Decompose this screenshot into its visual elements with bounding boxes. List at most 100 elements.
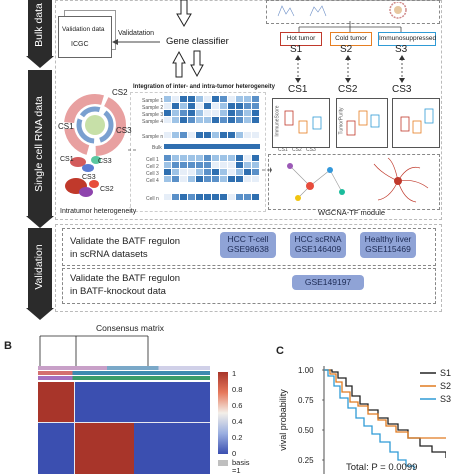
validation-arrow-icon	[112, 39, 160, 45]
heatmap-cell	[204, 96, 211, 102]
heatmap-cell	[180, 96, 187, 102]
heatmap-cell	[180, 117, 187, 123]
heatmap-cell	[236, 169, 243, 175]
heatmap-cell	[196, 117, 203, 123]
dataset-pill-hcc-tcell[interactable]: HCC T-cell GSE98638	[220, 232, 276, 258]
survival-legend-lines	[420, 372, 436, 400]
legend-1: 1	[232, 369, 237, 378]
wgcna-label: WGCNA-TF module	[318, 208, 386, 217]
heatmap-cell	[220, 176, 227, 182]
hot-tumor-box: Hot tumor	[280, 32, 322, 46]
heatmap-cell	[172, 96, 179, 102]
heatmap-cell	[228, 162, 235, 168]
heatmap-cell	[204, 117, 211, 123]
heatmap-cell	[228, 176, 235, 182]
validation-row1	[62, 228, 436, 266]
heatmap-cell	[204, 132, 211, 138]
heatmap-cell	[204, 110, 211, 116]
integration-frame	[130, 92, 266, 212]
heatmap-cell	[220, 155, 227, 161]
sample-n-label: Sample n	[142, 134, 164, 140]
heatmap-cell	[228, 194, 235, 200]
heatmap-cell	[252, 155, 259, 161]
heatmap-cell	[212, 155, 219, 161]
up-arrow-icon	[172, 50, 186, 78]
heatmap-cell	[244, 103, 251, 109]
dataset-pill-hcc-scrna[interactable]: HCC scRNA GSE146409	[290, 232, 346, 258]
legend-basis-extra: =1	[232, 466, 241, 475]
heatmap-cell	[212, 176, 219, 182]
cell-n-label: Cell n	[146, 196, 159, 202]
heatmap-cell	[188, 110, 195, 116]
pill-hcc-tcell-line1: HCC T-cell	[227, 234, 269, 244]
boxplot-score-chart	[400, 108, 434, 134]
heatmap-cell	[188, 194, 195, 200]
consensus-heatmap	[38, 382, 210, 474]
heatmap-cell	[228, 169, 235, 175]
subtype-s3: S3	[395, 44, 408, 55]
heatmap-cell	[196, 194, 203, 200]
boxplot-immunescore	[272, 98, 330, 148]
bulk-phase-bar	[28, 0, 52, 58]
heatmap-cell	[196, 103, 203, 109]
heatmap-cell	[236, 110, 243, 116]
heatmap-cell	[204, 176, 211, 182]
subtype-s1: S1	[290, 44, 303, 55]
heatmap-cell	[252, 110, 259, 116]
single-cell-phase-label: Single cell RNA data	[33, 96, 45, 192]
heatmap-cell	[164, 117, 171, 123]
plot-x3: CS3	[306, 147, 316, 153]
basis-swatch	[218, 460, 228, 466]
heatmap-cell	[236, 194, 243, 200]
heatmap-cell	[252, 96, 259, 102]
heatmap-cell	[252, 162, 259, 168]
heatmap-cell	[244, 155, 251, 161]
umap-donut-graphic	[64, 94, 126, 156]
cell-4-label: Cell 4	[146, 178, 159, 184]
heatmap-cell	[204, 103, 211, 109]
heatmap-cell	[164, 96, 171, 102]
heatmap-thumbnail	[277, 2, 407, 19]
heatmap-cell	[236, 96, 243, 102]
heatmap-cell	[164, 169, 171, 175]
heatmap-cell	[252, 176, 259, 182]
bulk-label: Bulk	[152, 145, 162, 151]
validation-row2-line2: in BATF-knockout data	[70, 286, 166, 297]
top-frame	[55, 0, 442, 220]
integration-heatmap	[164, 96, 260, 200]
cell-2-label: Cell 2	[146, 164, 159, 170]
boxplot-tumorpurity	[336, 98, 388, 148]
heatmap-cell	[196, 155, 203, 161]
legend-s3: S3	[440, 394, 452, 404]
heatmap-cell	[236, 132, 243, 138]
legend-basis: basis	[232, 458, 250, 467]
survival-curves	[322, 366, 446, 474]
consensus-legend-bar	[218, 372, 228, 454]
heatmap-cell	[252, 194, 259, 200]
heatmap-cell	[164, 103, 171, 109]
umap2-cs3a: CS3	[98, 158, 112, 165]
heatmap-cell	[212, 103, 219, 109]
heatmap-cell	[180, 155, 187, 161]
heatmap-cell	[188, 162, 195, 168]
validation-arrow-head	[26, 308, 54, 320]
heatmap-cell	[252, 103, 259, 109]
y-tick-050: 0.50	[298, 426, 314, 435]
subtype-cs-arrows	[295, 55, 405, 83]
heatmap-cell	[220, 162, 227, 168]
legend-06: 0.6	[232, 401, 243, 410]
heatmap-cell	[228, 103, 235, 109]
km-curve-s1	[324, 369, 446, 458]
heatmap-cell	[164, 176, 171, 182]
heatmap-cell	[244, 96, 251, 102]
heatmap-cell	[164, 132, 171, 138]
boxplot-immunescore-chart	[284, 110, 322, 134]
heatmap-cell	[196, 96, 203, 102]
dataset-pill-healthy-liver[interactable]: Healthy liver GSE115469	[360, 232, 416, 258]
heatmap-cell	[244, 110, 251, 116]
heatmap-cell	[188, 176, 195, 182]
intratumor-label: Intratumor heterogeneity	[60, 208, 137, 215]
validation-row1-line2: in scRNA datasets	[70, 249, 148, 260]
heatmap-cell	[236, 117, 243, 123]
dataset-pill-gse149197[interactable]: GSE149197	[292, 275, 364, 290]
